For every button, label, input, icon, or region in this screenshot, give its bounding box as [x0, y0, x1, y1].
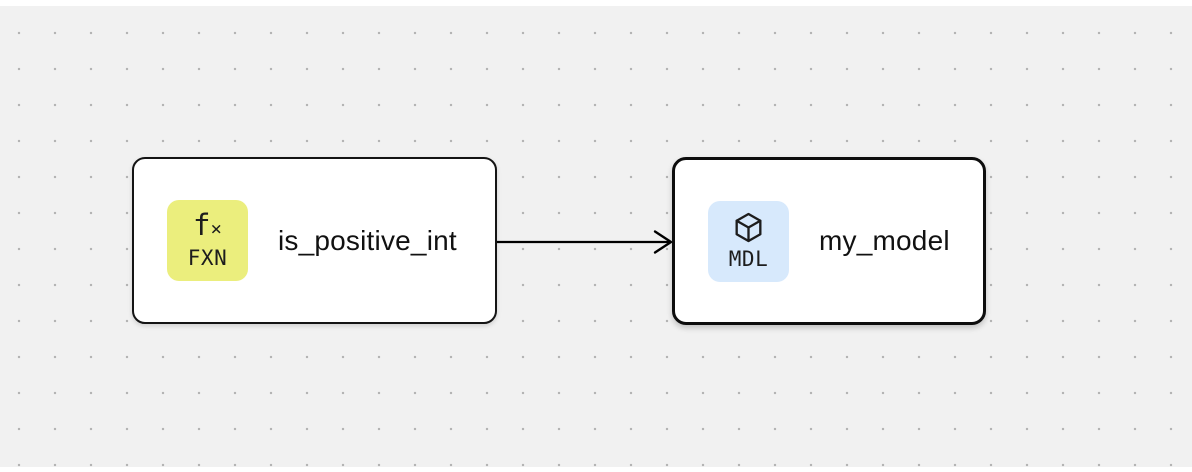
fx-icon-f: f [193, 208, 211, 242]
edge-arrow[interactable] [497, 226, 677, 258]
cube-icon [732, 210, 765, 246]
node-my-model[interactable]: MDL my_model [672, 157, 986, 325]
node-label-is-positive-int: is_positive_int [278, 224, 457, 256]
fx-icon-x: × [210, 218, 222, 240]
node-label-my-model: my_model [819, 225, 950, 256]
fx-icon: f× [193, 209, 222, 245]
node-is-positive-int[interactable]: f× FXN is_positive_int [132, 157, 497, 324]
badge-tag-fxn: FXN [187, 246, 228, 270]
function-badge: f× FXN [167, 200, 248, 281]
model-badge: MDL [708, 200, 789, 282]
canvas-edge-bottom [0, 467, 1192, 472]
badge-tag-mdl: MDL [728, 246, 769, 271]
canvas-edge-top [0, 0, 1192, 6]
